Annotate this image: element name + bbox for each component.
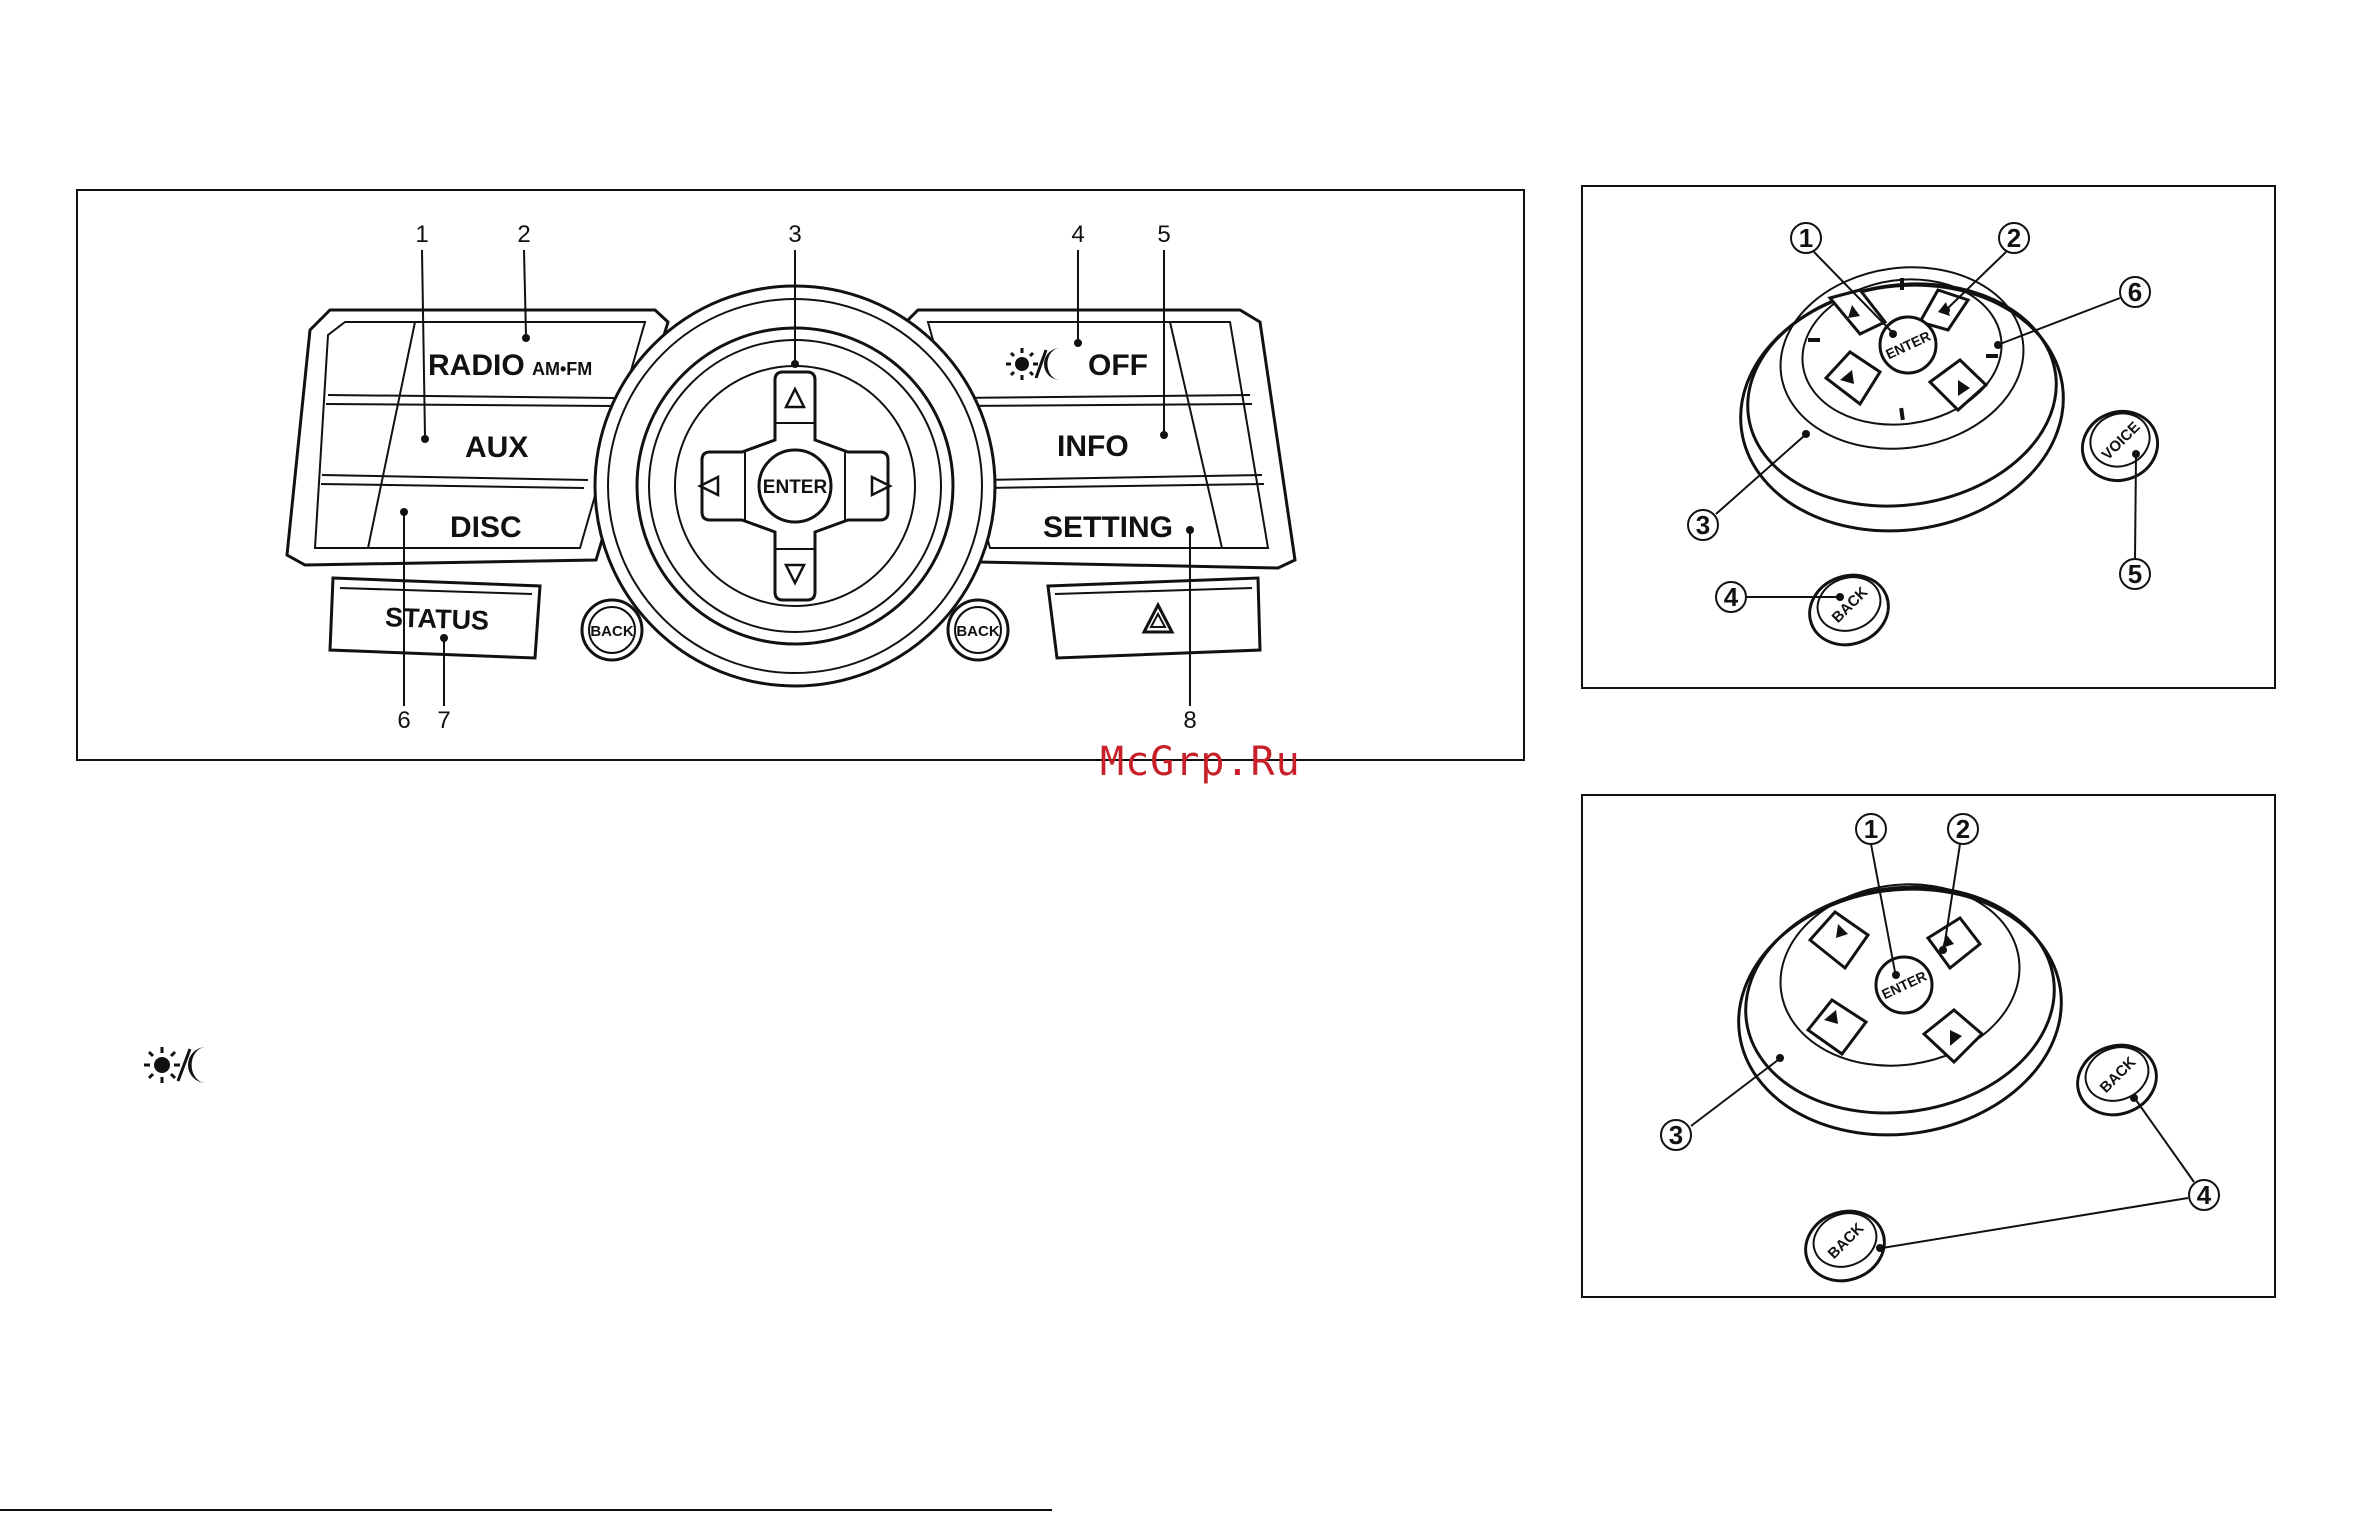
inset-top-callout-3: 3 (1696, 510, 1710, 540)
inset-bottom-callout-3: 3 (1669, 1120, 1683, 1150)
disc-button[interactable]: DISC (450, 511, 522, 544)
inset-top-callout-4: 4 (1724, 582, 1739, 612)
inset-bottom-callout-4: 4 (2197, 1180, 2212, 1210)
inset-top-controller[interactable]: ENTER (1725, 252, 2080, 551)
inset-top-callout-2: 2 (2007, 223, 2021, 253)
callout-5: 5 (1157, 221, 1170, 248)
inset-top-voice-button[interactable]: VOICE (2073, 401, 2168, 491)
hazard-icon (1144, 605, 1172, 632)
info-button[interactable]: INFO (1057, 430, 1129, 463)
status-button[interactable]: STATUS (330, 578, 540, 658)
inset-top-enter-button[interactable]: ENTER (1880, 317, 1936, 373)
hazard-button[interactable] (1048, 578, 1260, 658)
brightness-off-button[interactable]: OFF (1006, 348, 1148, 382)
setting-button[interactable]: SETTING (1043, 511, 1173, 544)
inset-bottom-controller[interactable]: ENTER (1723, 868, 2078, 1156)
inset-bottom-callout-1: 1 (1864, 814, 1878, 844)
callout-3: 3 (788, 221, 801, 248)
callout-4: 4 (1071, 221, 1084, 248)
callout-1: 1 (415, 221, 428, 248)
sun-moon-icon (144, 1047, 206, 1083)
radio-button[interactable]: RADIO AM•FM (428, 349, 592, 382)
callout-2: 2 (517, 221, 530, 248)
setting-label: SETTING (1043, 511, 1173, 544)
callout-7: 7 (437, 707, 450, 734)
callout-8: 8 (1183, 707, 1196, 734)
inset-bottom-enter-button[interactable]: ENTER (1876, 957, 1932, 1013)
radio-label: RADIO (428, 349, 525, 382)
back-left-label: BACK (590, 623, 633, 640)
status-label: STATUS (385, 602, 490, 636)
watermark-text: McGrp.Ru (1100, 739, 1301, 785)
inset-top-callout-6: 6 (2128, 277, 2142, 307)
aux-label: AUX (465, 431, 528, 464)
inset-top-callout-1: 1 (1799, 223, 1813, 253)
info-label: INFO (1057, 430, 1129, 463)
off-label: OFF (1088, 349, 1148, 382)
sun-moon-icon (1006, 348, 1060, 380)
disc-label: DISC (450, 511, 522, 544)
aux-button[interactable]: AUX (465, 431, 528, 464)
inset-bottom-back-button-right[interactable]: BACK (2068, 1034, 2166, 1125)
enter-label: ENTER (763, 477, 828, 498)
inset-bottom-callout-2: 2 (1956, 814, 1970, 844)
inset-top-callout-5: 5 (2128, 559, 2142, 589)
callout-6: 6 (397, 707, 410, 734)
enter-button[interactable]: ENTER (759, 450, 831, 522)
back-right-label: BACK (956, 623, 999, 640)
radio-band-label: AM•FM (532, 359, 592, 379)
back-button-right[interactable]: BACK (948, 600, 1008, 660)
back-button-left[interactable]: BACK (582, 600, 642, 660)
inset-top-back-button[interactable]: BACK (1800, 564, 1898, 655)
